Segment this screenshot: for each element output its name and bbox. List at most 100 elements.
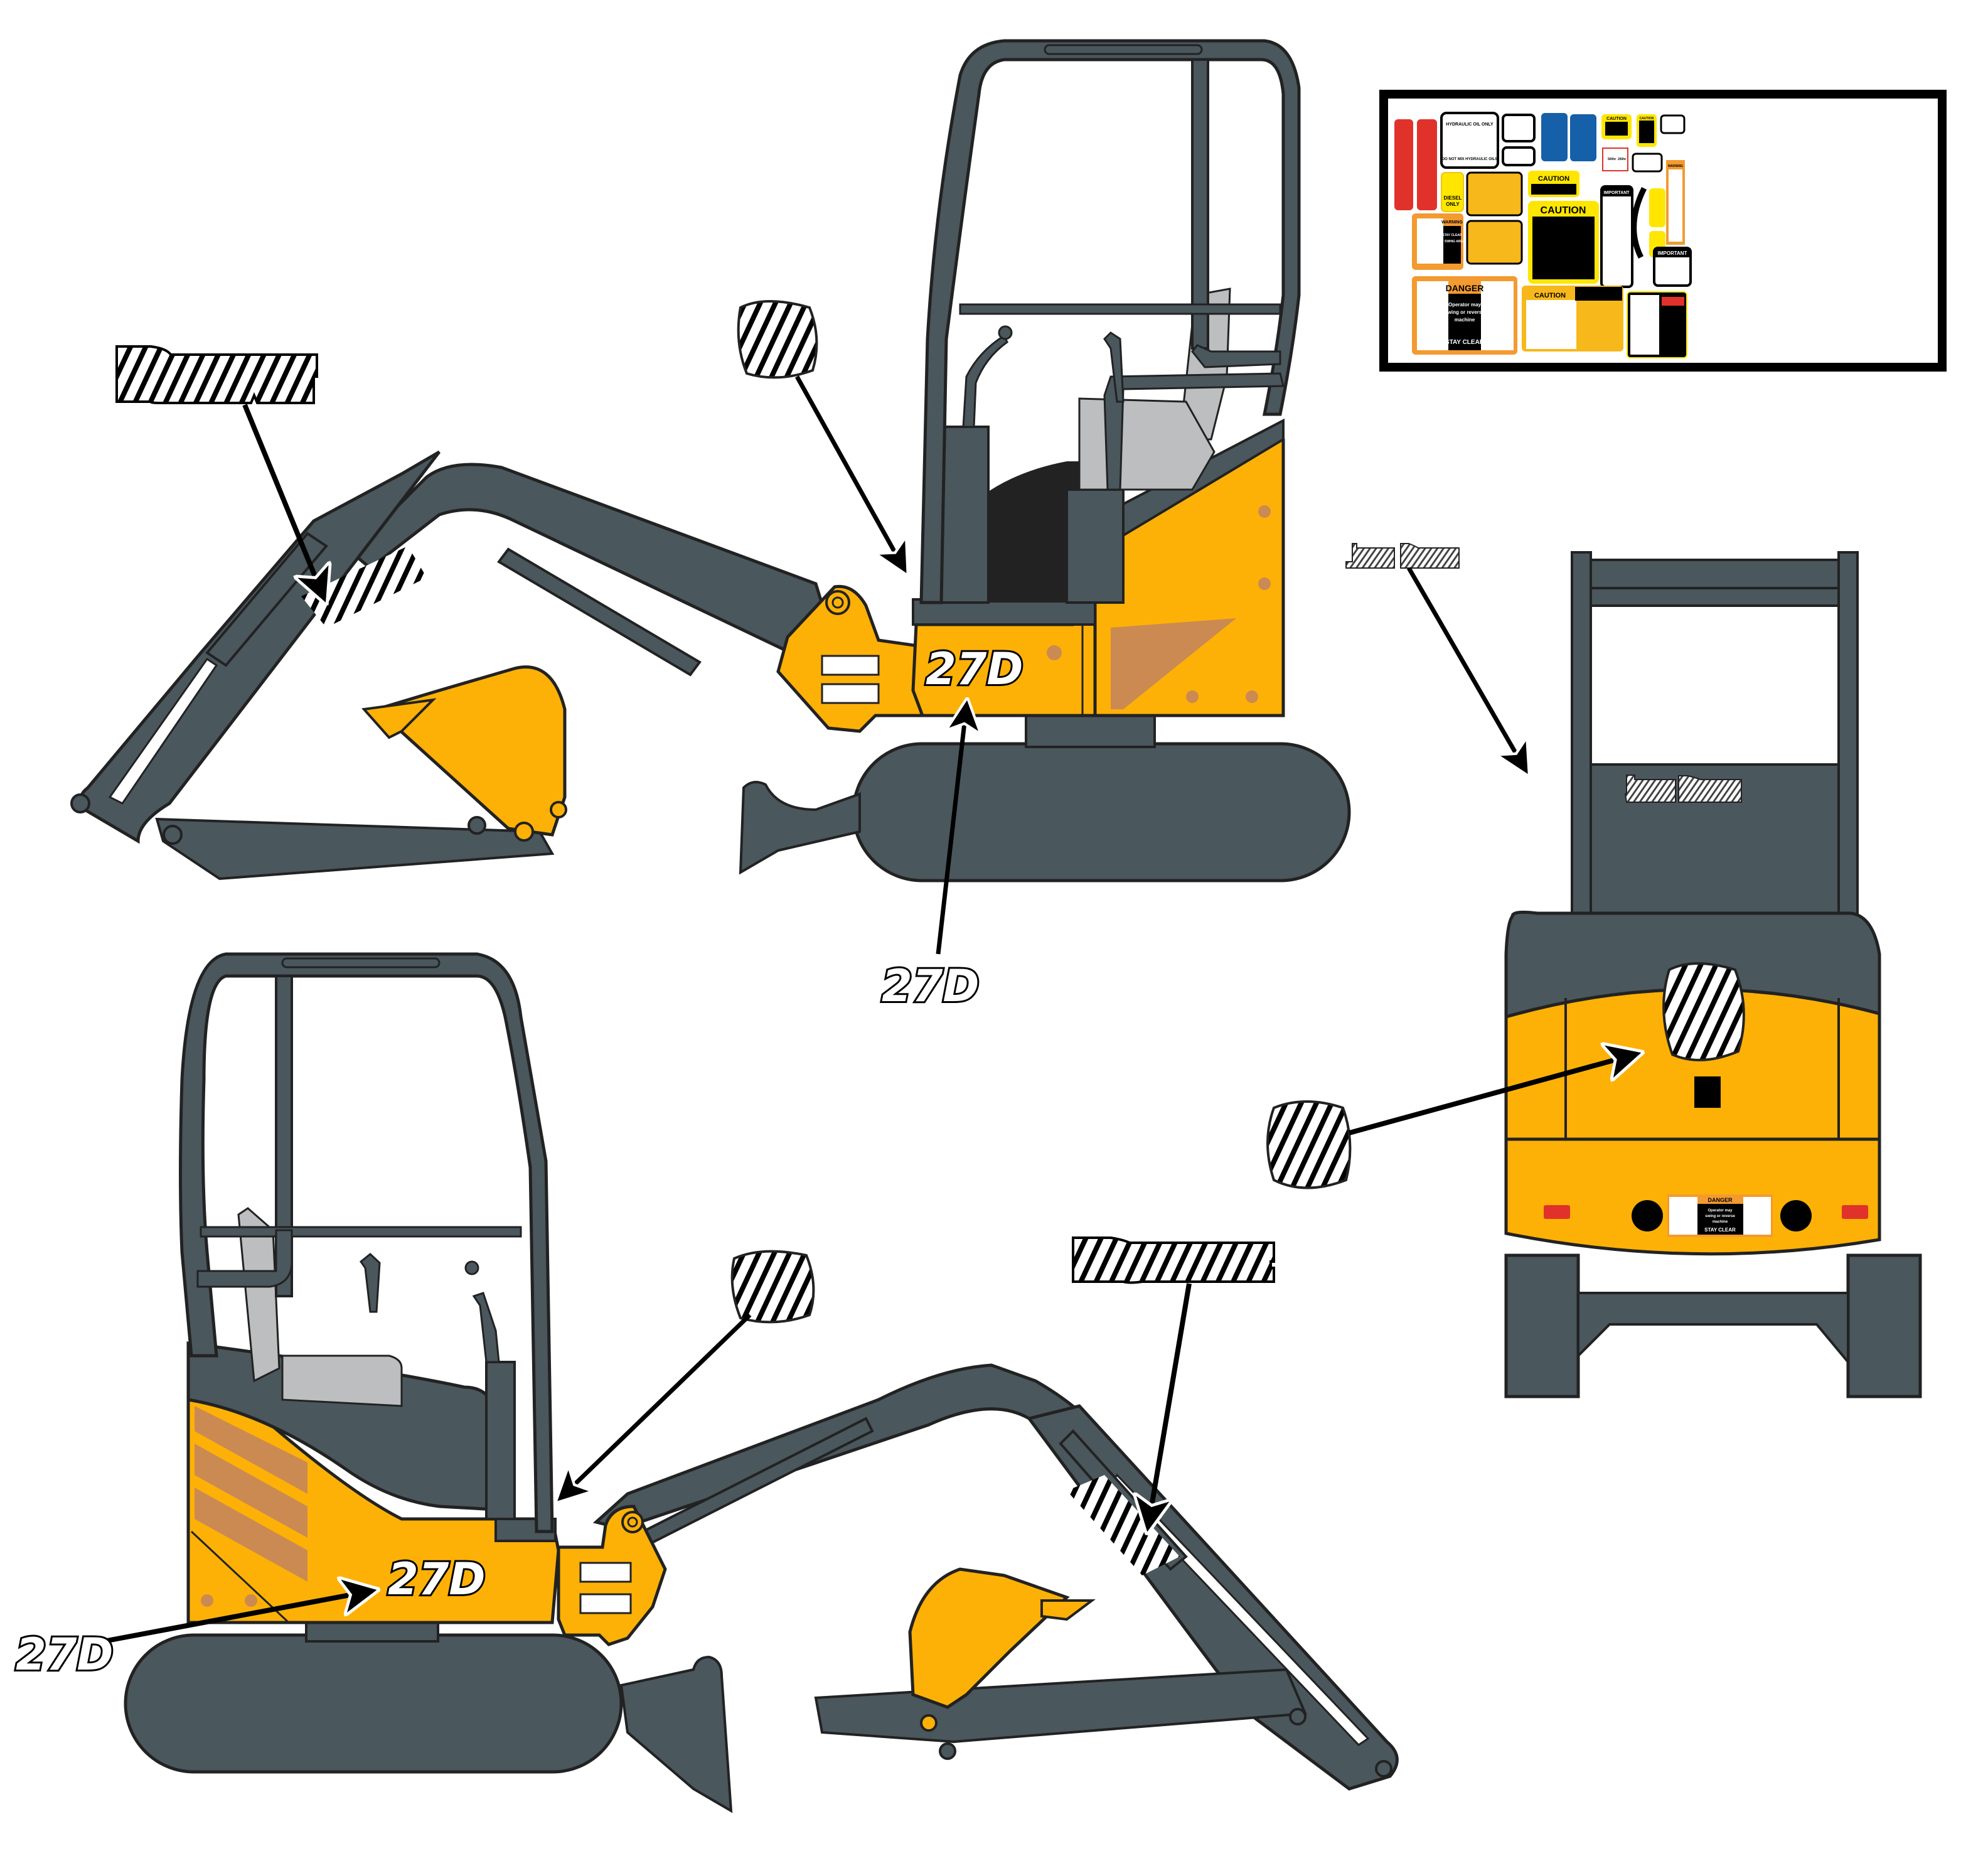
rear-wordmark-decal bbox=[1624, 775, 1742, 803]
rear-undercarriage bbox=[1577, 1292, 1849, 1366]
svg-text:swing or reverse: swing or reverse bbox=[1445, 309, 1485, 315]
model-callout-bottom: 27D bbox=[14, 1591, 370, 1682]
model-callout-top: 27D bbox=[880, 706, 980, 1014]
svg-text:DANGER: DANGER bbox=[1707, 1197, 1733, 1203]
pin bbox=[163, 825, 183, 845]
canopy-top-bar bbox=[281, 957, 441, 968]
hose-decal bbox=[1631, 186, 1647, 259]
pin bbox=[1289, 1708, 1307, 1725]
canopy-top-bar bbox=[1044, 44, 1203, 55]
rear-track-left bbox=[1504, 1253, 1580, 1398]
callout-arrow bbox=[562, 1313, 752, 1497]
danger-powerline-decal bbox=[1627, 291, 1687, 358]
boom-cylinder bbox=[497, 547, 702, 677]
bucket-tooth bbox=[1040, 1599, 1096, 1621]
svg-text:machine: machine bbox=[1455, 317, 1475, 323]
boom bbox=[349, 463, 830, 655]
lift-point-decal-blue bbox=[1541, 113, 1568, 161]
model-number-on-body: 27D bbox=[388, 1553, 486, 1605]
rear-danger-decal: DANGER Operator may swing or reverse mac… bbox=[1667, 1194, 1773, 1237]
callout-arrow bbox=[794, 375, 904, 568]
bolt bbox=[1047, 645, 1062, 660]
rear-canopy-post-right bbox=[1837, 551, 1859, 930]
svg-text:STAY CLEAR: STAY CLEAR bbox=[1704, 1227, 1736, 1233]
model-number-callout: 27D bbox=[16, 1629, 114, 1680]
important-cooling-decal: IMPORTANT bbox=[1600, 185, 1633, 288]
callout-arrow bbox=[1148, 1283, 1192, 1525]
caution-pattern-decal: CAUTION bbox=[1522, 286, 1623, 351]
lever-knob bbox=[464, 1260, 479, 1275]
boom-wordmark-decal bbox=[1067, 1475, 1180, 1575]
svg-text:swing or reverse: swing or reverse bbox=[1705, 1215, 1735, 1218]
lever-knob bbox=[998, 325, 1013, 340]
wordmark-decal-hatched bbox=[1072, 1236, 1275, 1284]
svg-text:Operator may: Operator may bbox=[1448, 302, 1482, 308]
swing-cylinder-slots bbox=[821, 655, 880, 704]
armrest-rear bbox=[1191, 344, 1281, 368]
rear-deer-logo-decal bbox=[1662, 962, 1745, 1061]
rear-light-right bbox=[1842, 1205, 1868, 1219]
wordmark-decal-hatched bbox=[115, 345, 318, 404]
rear-canopy-post-left bbox=[1571, 551, 1592, 930]
caution-main-decal: CAUTION bbox=[1528, 201, 1599, 284]
caution-radiator-decal: CAUTION bbox=[1528, 171, 1579, 197]
bolt bbox=[1258, 577, 1271, 590]
pin bbox=[550, 801, 567, 818]
rear-light-left bbox=[1544, 1205, 1570, 1219]
svg-text:Operator may: Operator may bbox=[1707, 1209, 1733, 1213]
canopy-mid-post bbox=[1191, 58, 1209, 350]
deer-logo-decal-hatched bbox=[730, 1250, 815, 1324]
swing-lock-decal bbox=[1632, 153, 1663, 173]
bolt bbox=[1258, 505, 1271, 518]
swing-bearing bbox=[305, 1621, 439, 1643]
bucket bbox=[908, 1567, 1070, 1709]
ultra-low-sulfur-decal bbox=[1660, 114, 1686, 134]
throttle-lever bbox=[1103, 331, 1125, 403]
svg-text:CAUTION: CAUTION bbox=[1541, 205, 1586, 216]
hood-stripe bbox=[1111, 618, 1236, 709]
swing-pin-inner bbox=[627, 1516, 638, 1528]
boom-position-decal bbox=[1502, 146, 1536, 166]
red-reflector-decal bbox=[1417, 119, 1437, 210]
callout-arrow bbox=[242, 404, 323, 596]
pin bbox=[70, 793, 90, 813]
rear-view: DANGER Operator may swing or reverse mac… bbox=[1504, 551, 1922, 1398]
callout-arrow bbox=[1348, 1054, 1635, 1135]
deer-logo-callout-top bbox=[737, 300, 904, 568]
svg-text:250hr: 250hr bbox=[1618, 158, 1626, 161]
rear-deer-logo-callout bbox=[1266, 1054, 1635, 1189]
wordmark-callout-top bbox=[115, 345, 323, 596]
svg-text:ONLY: ONLY bbox=[1446, 201, 1460, 207]
rear-hitch-square bbox=[1694, 1076, 1721, 1108]
right-side-view: 27D bbox=[124, 952, 1399, 1813]
canopy-cross-bar bbox=[959, 303, 1281, 315]
pin bbox=[514, 822, 534, 842]
canopy-cross-bar bbox=[200, 1226, 522, 1238]
seat-back bbox=[237, 1207, 281, 1383]
svg-text:WARNING: WARNING bbox=[1441, 220, 1463, 225]
svg-text:WARNING: WARNING bbox=[1668, 164, 1683, 168]
operator-manual-decal bbox=[1502, 114, 1536, 142]
svg-text:CAUTION: CAUTION bbox=[1606, 117, 1627, 121]
pin bbox=[468, 816, 486, 835]
bolt bbox=[1246, 690, 1258, 703]
svg-text:CAUTION: CAUTION bbox=[1538, 175, 1569, 183]
important-pilot-decal: IMPORTANT bbox=[1653, 247, 1692, 287]
caution-small-decal-2: CAUTION bbox=[1637, 114, 1657, 147]
callout-arrow bbox=[1406, 567, 1525, 769]
bolt bbox=[201, 1594, 213, 1607]
diesel-only-decal: DIESEL ONLY bbox=[1441, 172, 1464, 212]
wordmark-callout-bottom bbox=[1072, 1236, 1275, 1525]
svg-text:DIESEL: DIESEL bbox=[1444, 195, 1462, 201]
pin bbox=[1375, 1760, 1392, 1778]
rear-canopy-top-bar bbox=[1590, 559, 1840, 589]
opening-procedure-decal-1 bbox=[1466, 171, 1523, 217]
svg-text:STAY CLEAR: STAY CLEAR bbox=[1445, 339, 1485, 346]
svg-text:OF SWING AREA: OF SWING AREA bbox=[1440, 240, 1465, 244]
swing-pin-inner bbox=[831, 596, 844, 609]
control-pedestal bbox=[940, 426, 990, 604]
deer-logo-decal-hatched bbox=[737, 300, 818, 379]
rear-track-right bbox=[1846, 1253, 1922, 1398]
canopy-frame bbox=[179, 952, 554, 1533]
